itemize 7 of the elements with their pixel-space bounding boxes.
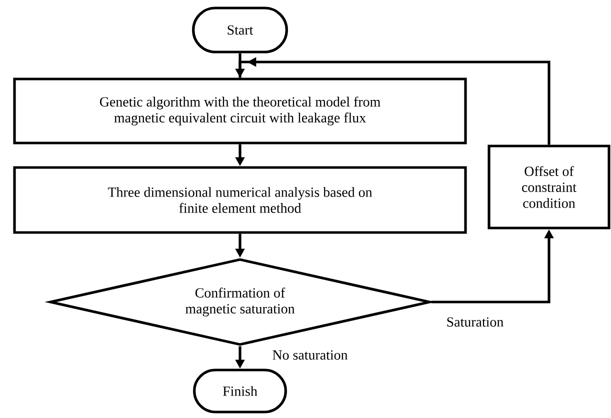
edge-label: No saturation — [271, 349, 349, 361]
terminal-box: Finish — [193, 368, 287, 414]
edge-label: Saturation — [445, 316, 505, 328]
process-box: Three dimensional numerical analysis based on finite element method — [13, 166, 467, 234]
process-box: Genetic algorithm with the theoretical model from magnetic equivalent circuit with leakage flux — [13, 78, 467, 144]
process-box: Offset of constraint condition — [488, 144, 610, 230]
terminal-box: Start — [192, 6, 288, 54]
